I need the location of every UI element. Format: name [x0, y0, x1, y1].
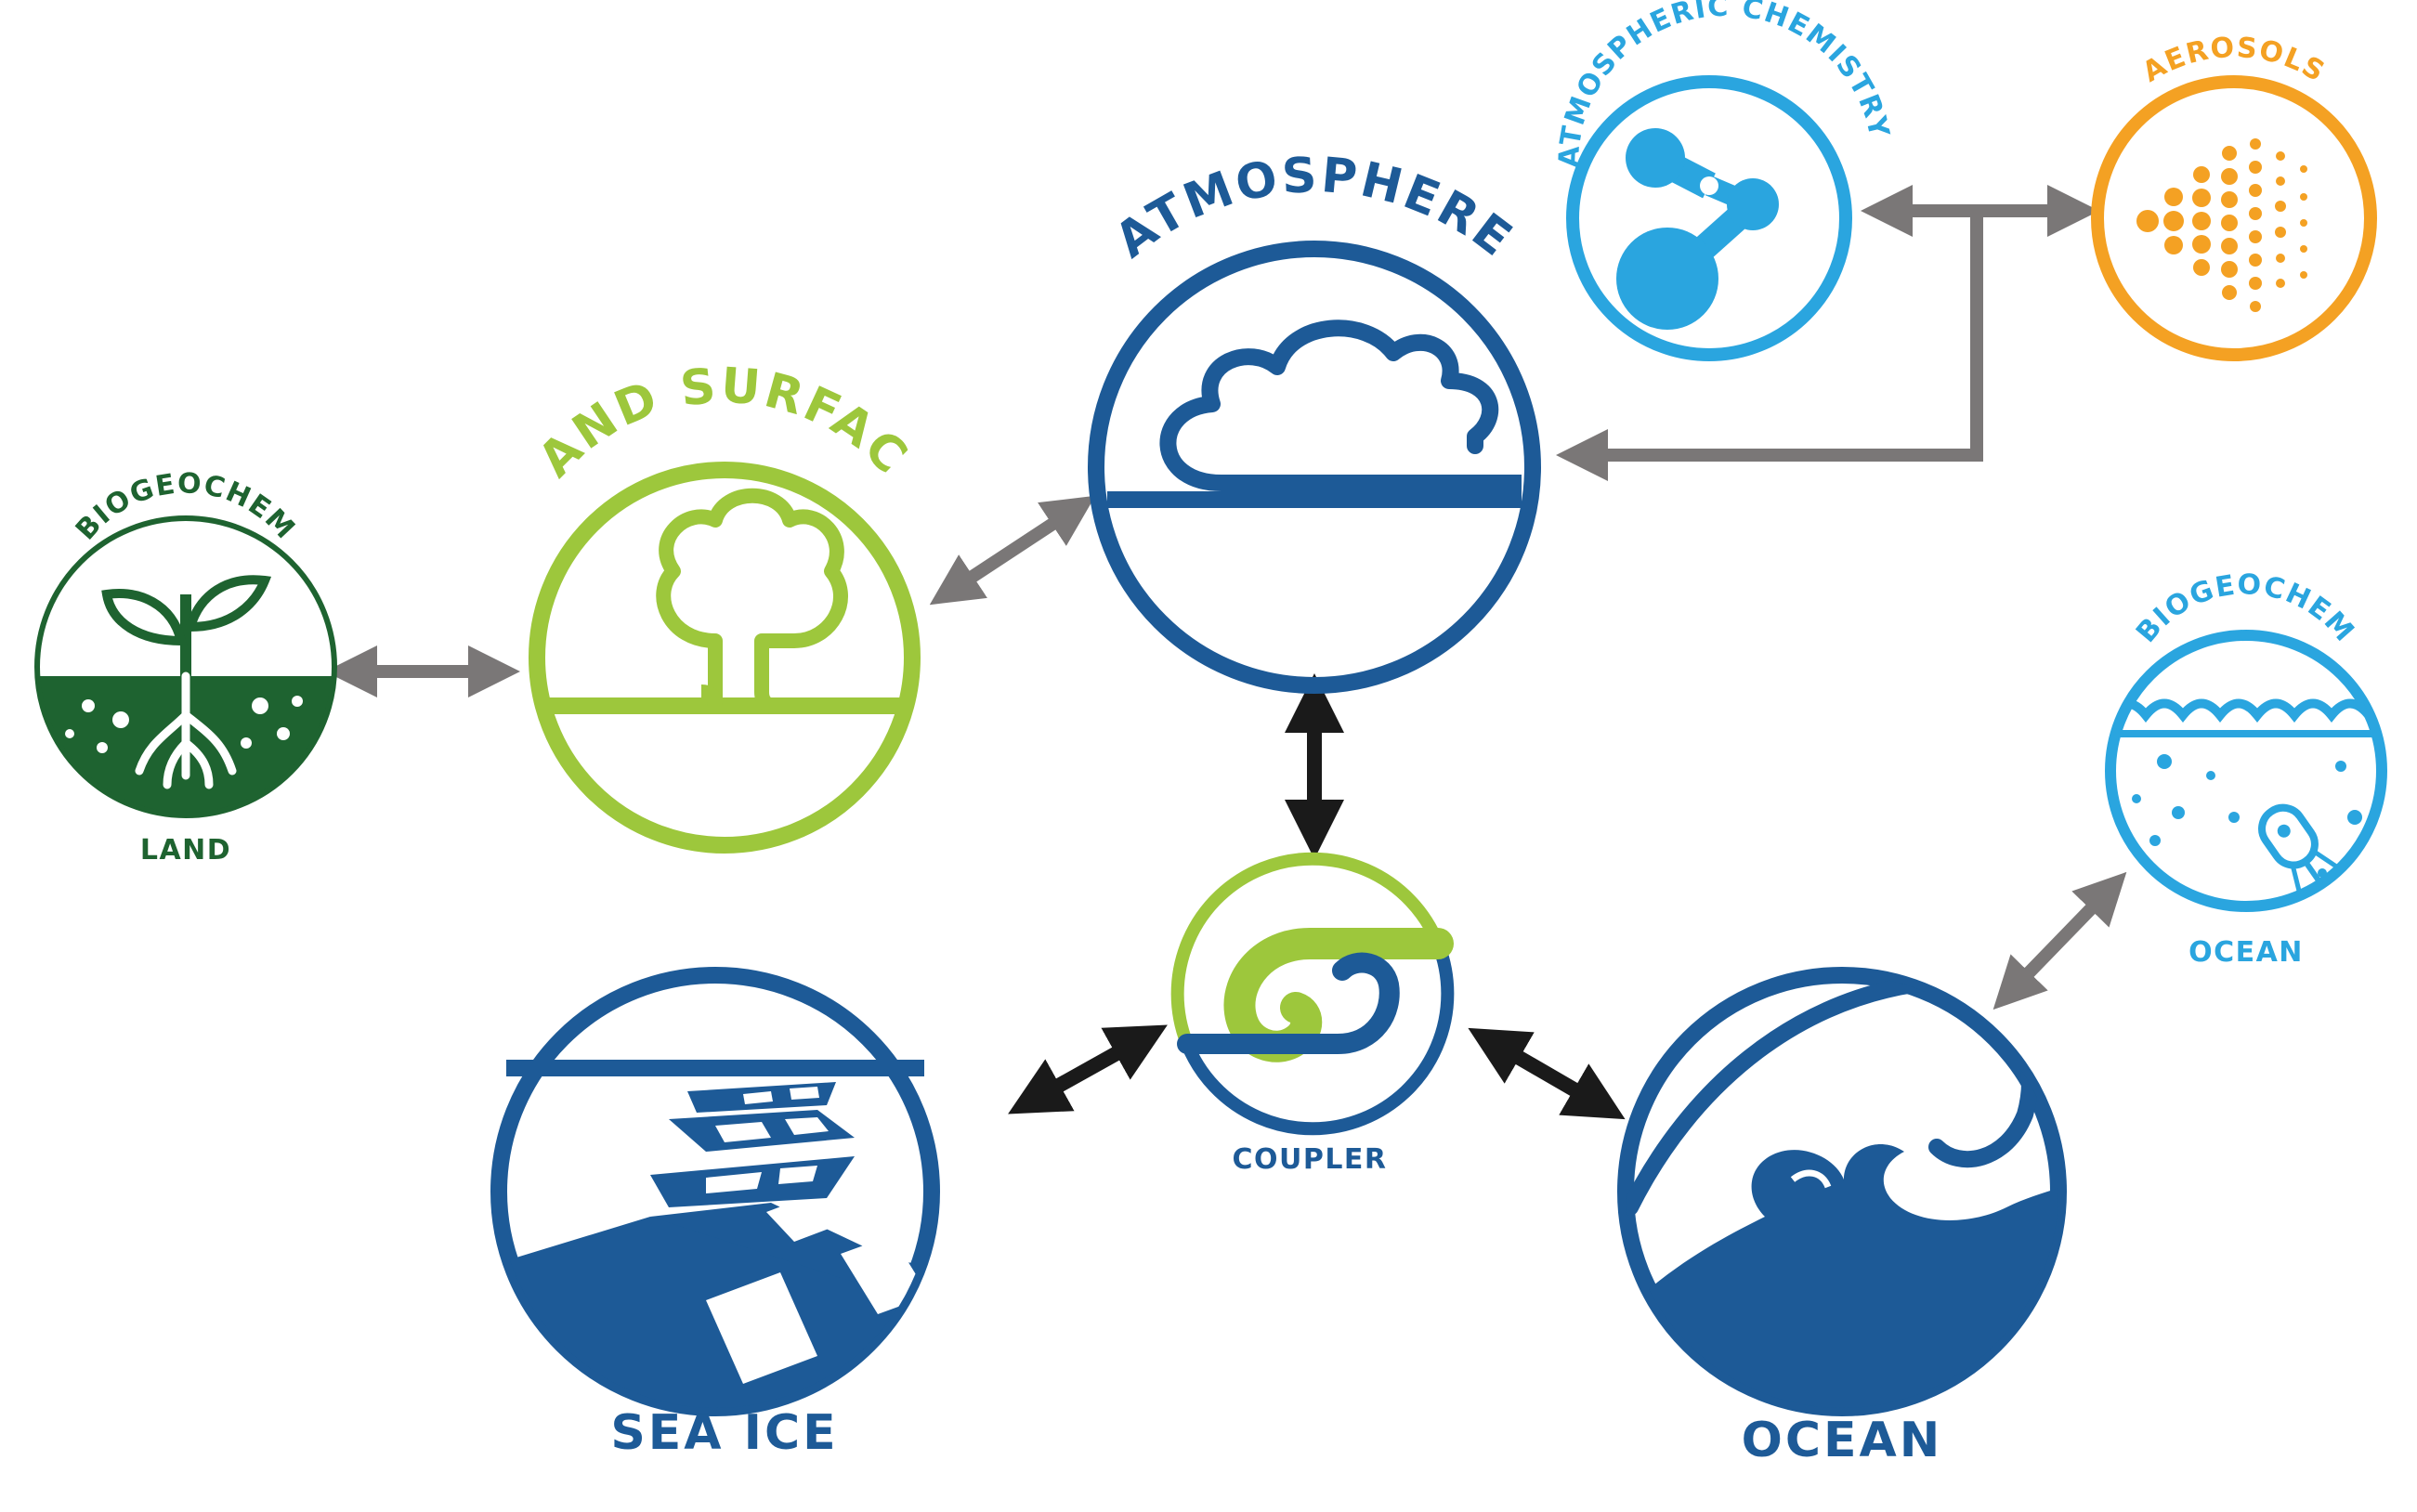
- biogeochem-ocean-bottom-label: OCEAN: [2188, 936, 2304, 969]
- land-surface-label: LAND SURFACE: [0, 0, 920, 488]
- node-ocean: OCEAN: [1617, 967, 2067, 1468]
- node-sea-ice: SEA ICE: [490, 967, 940, 1461]
- arrow-chemistry-aerosols-to-atmosphere: [1556, 211, 1983, 481]
- arrow-coupler-to-sea-ice: [1008, 1024, 1168, 1114]
- cloud-icon: [1159, 319, 1522, 491]
- spray-dots-icon: [2136, 138, 2307, 312]
- coupler-label: COUPLER: [1232, 1143, 1387, 1176]
- node-biogeochem-land: BIOGEOCHEM LAND: [34, 467, 337, 867]
- plankton-icon: [2110, 698, 2382, 893]
- molecule-icon: [1616, 128, 1779, 330]
- arrow-ocean-to-bgc-ocean: [1992, 871, 2127, 1010]
- biogeochem-land-bottom-label: LAND: [140, 834, 231, 867]
- sea-ice-label: SEA ICE: [610, 1405, 838, 1461]
- ocean-label: OCEAN: [1742, 1413, 1943, 1468]
- sprout-roots-icon: [65, 575, 303, 789]
- node-atmosphere: ATMOSPHERE: [1088, 148, 1541, 694]
- node-aerosols: AEROSOLS: [2091, 32, 2377, 361]
- arrow-coupler-to-ocean: [1468, 1027, 1626, 1120]
- arrow-land-surface-to-atmosphere: [929, 495, 1096, 606]
- tree-icon: [656, 488, 848, 713]
- node-biogeochem-ocean: BIOGEOCHEM OCEAN: [2105, 568, 2387, 969]
- spiral-icon: [1177, 928, 1454, 1062]
- node-atmospheric-chemistry: ATMOSPHERIC CHEMISTRY: [1553, 0, 1894, 361]
- node-coupler: COUPLER: [1170, 852, 1455, 1176]
